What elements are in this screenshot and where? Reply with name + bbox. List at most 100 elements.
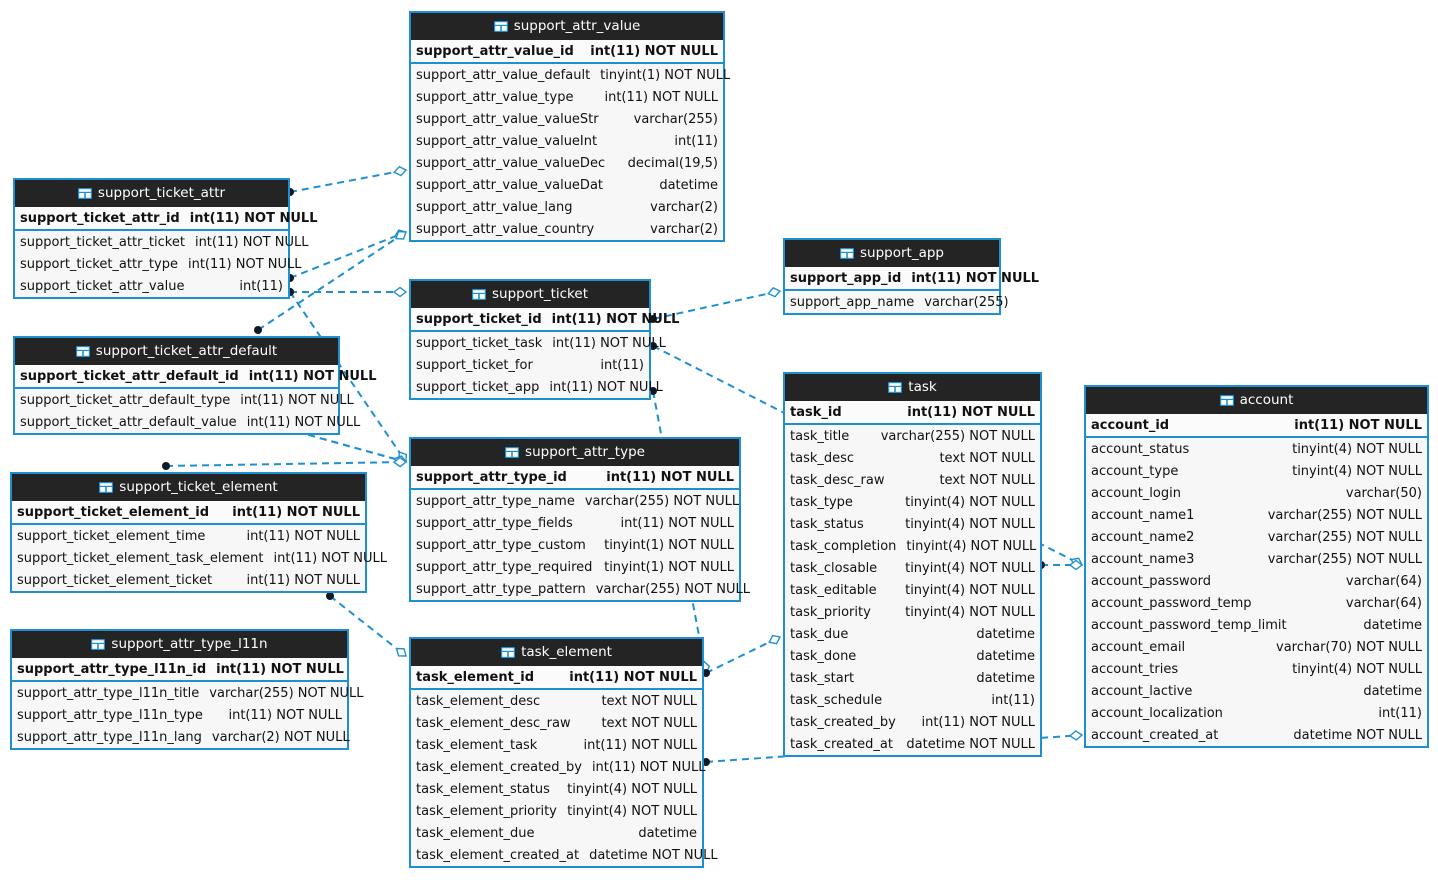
column-name: support_attr_value_valueStr — [416, 111, 599, 127]
column-row[interactable]: support_attr_value_valueDat datetime — [411, 174, 723, 196]
column-name: support_attr_value_type — [416, 89, 574, 105]
column-name: support_attr_value_valueDat — [416, 177, 604, 193]
column-name: account_status — [1091, 441, 1190, 457]
column-name: support_attr_type_name — [416, 493, 575, 509]
column-name: task_created_by — [790, 714, 896, 730]
column-type: text NOT NULL — [939, 450, 1035, 466]
column-name: support_ticket_element_task_element — [17, 550, 264, 566]
column-name: support_attr_type_l11n_title — [17, 685, 200, 701]
column-type: datetime — [659, 177, 718, 193]
